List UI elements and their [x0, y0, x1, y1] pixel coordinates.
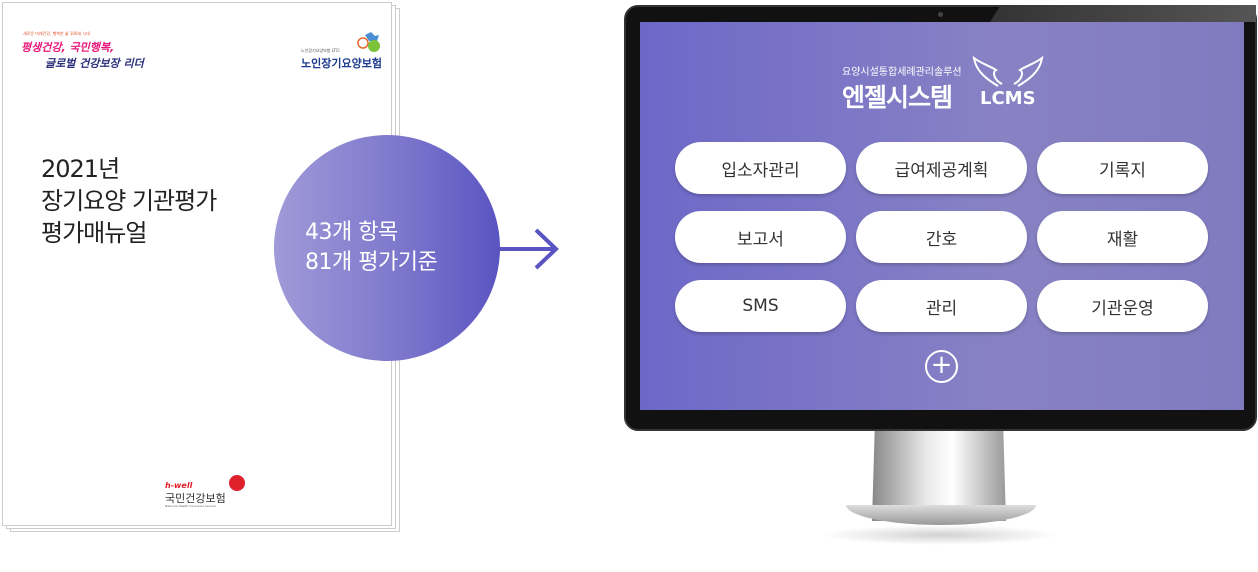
ltc-small-text: 노인장기요양보험 LTCI [301, 48, 340, 53]
summary-circle [274, 135, 500, 361]
menu-resident-management[interactable]: 입소자관리 [675, 142, 846, 194]
menu-rehab[interactable]: 재활 [1037, 211, 1208, 263]
title-line: 2021년 [41, 155, 120, 183]
ltc-name: 노인장기요양보험 [301, 57, 382, 70]
item-count: 43개 항목 [305, 220, 398, 245]
plus-icon[interactable]: + [925, 350, 958, 383]
menu-care-plan[interactable]: 급여제공계획 [856, 142, 1027, 194]
title-line: 평가매뉴얼 [41, 219, 147, 247]
menu-records[interactable]: 기록지 [1037, 142, 1208, 194]
stand-shadow [820, 525, 1060, 545]
title-line: 장기요양 기관평가 [41, 187, 217, 215]
lcms-logo: LCMS [980, 88, 1036, 109]
menu-nursing[interactable]: 간호 [856, 211, 1027, 263]
publisher-name: 국민건강보험 [165, 492, 226, 505]
menu-sms[interactable]: SMS [675, 280, 846, 332]
hwell-tag: h-well [165, 481, 193, 490]
monitor-stand-base [846, 505, 1036, 525]
camera-icon [938, 12, 943, 17]
summary-text: 43개 항목 81개 평가기준 [305, 218, 438, 278]
heart-logo-icon [229, 475, 245, 491]
publisher-english: National Health Insurance Service [165, 504, 217, 508]
menu-reports[interactable]: 보고서 [675, 211, 846, 263]
criteria-count: 81개 평가기준 [305, 250, 438, 275]
arrow-right-icon [498, 228, 559, 270]
system-subtitle: 요양시설통합세례관리솔루션 [842, 67, 962, 78]
system-brand: 엔젤시스템 [842, 83, 953, 112]
slogan-line1: 평생건강, 국민행복, [21, 41, 115, 54]
manual-title: 2021년 장기요양 기관평가 평가매뉴얼 [41, 153, 217, 249]
angel-wings-icon [972, 55, 1044, 87]
menu-admin[interactable]: 관리 [856, 280, 1027, 332]
slogan-small: 새로운 미래건강, 행복한 삶 100세 시대 [23, 31, 90, 36]
slogan-line2: 글로벌 건강보장 리더 [45, 57, 144, 70]
ltc-logo-icon [357, 32, 380, 52]
menu-facility-operation[interactable]: 기관운영 [1037, 280, 1208, 332]
monitor-glare [990, 5, 1256, 22]
